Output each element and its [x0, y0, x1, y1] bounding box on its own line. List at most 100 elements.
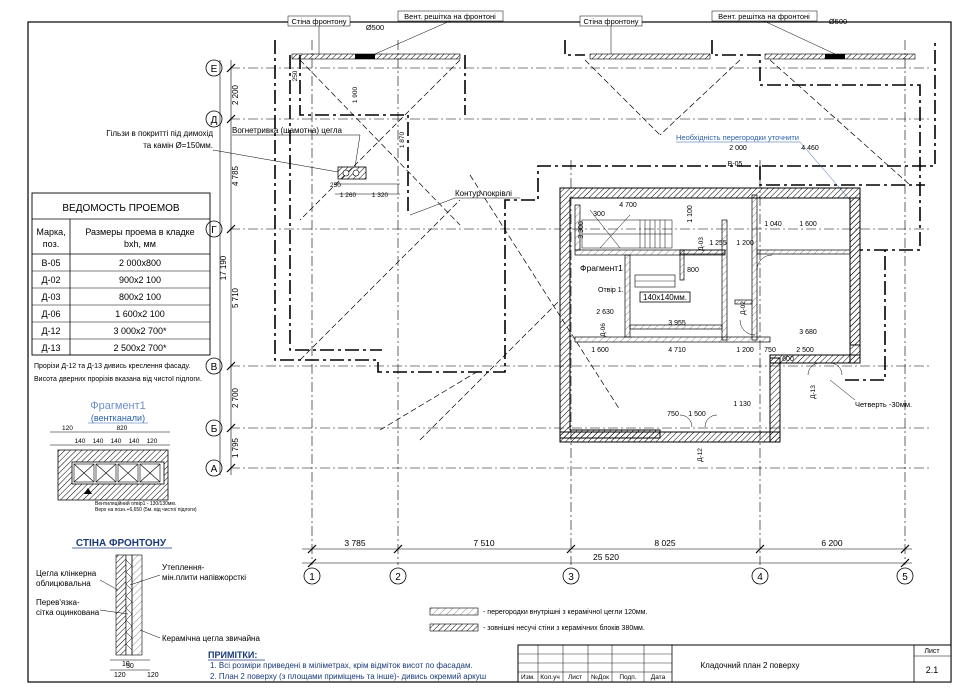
col-dim-3: 8 025 [654, 538, 676, 548]
door-mark-d06: Д-06 [600, 323, 607, 337]
wall-label-brick: Цегла клінкерна [36, 569, 97, 578]
plan-fragment1: Фрагмент1 Отвір 1. 140x140мм. [580, 263, 691, 303]
plan-dim-3300: 3 300 [578, 221, 585, 239]
axis-label-5: 5 [902, 572, 908, 583]
plan-dim-2000: 2 000 [729, 145, 747, 152]
plan-dim-4700: 4 700 [619, 202, 637, 209]
col-dimension-texts: 3 785 7 510 8 025 6 200 25 520 [344, 538, 843, 562]
axis-label-G: Г [211, 225, 217, 236]
title-block: Изм. Кол.уч Лист №Док Подп. Дата Кладочн… [517, 644, 952, 683]
row-dim-3: 5 710 [231, 287, 240, 308]
plan-dim-4460: 4 460 [801, 145, 819, 152]
table-header-pos: поз. [43, 239, 59, 249]
legend-item-walls: - зовнішні несучі стіни з керамічних бло… [483, 624, 645, 632]
tb-header-date: Дата [651, 674, 666, 681]
door-mark-d12: Д-12 [697, 448, 704, 462]
frag-dim-140: 140 [129, 438, 140, 445]
tb-header-list: Лист [568, 674, 582, 681]
table-header-bxh: bxh, мм [124, 239, 156, 249]
quarter-note: Четверть -30мм. [829, 379, 912, 409]
table-header-mark: Марка, [36, 227, 65, 237]
col-dim-1: 3 785 [344, 538, 366, 548]
axis-label-4: 4 [757, 572, 763, 583]
chimney-dim-1320: 1 320 [372, 192, 389, 199]
row-dim-1: 2 200 [231, 84, 240, 105]
row-dim-2: 4 785 [231, 165, 240, 186]
gable-label-1: Стіна фронтону [292, 17, 347, 26]
door-mark-d13: Д-13 [810, 385, 817, 399]
plan-dim-600: 600 [782, 356, 794, 363]
sleeves-text-2: та камін Ø=150мм. [143, 141, 213, 150]
fragment-note-2: Верх на позн.+6,650 (5м. від чистої підл… [95, 507, 197, 513]
small-dim-1870: 1 870 [399, 131, 406, 148]
chimney-dim-250: 250 [330, 182, 341, 189]
wall-dim-50: 50 [126, 663, 134, 670]
plan-window-v05: В-05 [728, 161, 743, 168]
tb-header-sign: Подп. [619, 674, 636, 681]
table-row-mark: Д-13 [41, 343, 60, 353]
plan-dim-2630: 2 630 [596, 309, 614, 316]
top-small-dims: 250 1 900 1 870 [292, 70, 406, 148]
small-dim-250-top: 250 [292, 70, 299, 81]
legend-item-partitions: - перегородки внутрішні з керамічної цег… [483, 608, 647, 616]
notes: ПРИМІТКИ: 1. Всі розміри приведені в міл… [208, 650, 486, 681]
sheet-frame [27, 21, 952, 683]
fragment-title: Фрагмент1 [90, 400, 146, 412]
interior-partitions [574, 194, 851, 343]
col-dimension-chain [302, 544, 912, 568]
plan-dim-1200: 1 200 [736, 240, 754, 247]
plan-dim-1600: 1 600 [799, 221, 817, 228]
col-dim-total: 25 520 [593, 552, 619, 562]
exterior-walls [559, 187, 861, 443]
frag-dim-140: 140 [93, 438, 104, 445]
gable-walls [291, 53, 916, 60]
plan-dim-1130: 1 130 [733, 401, 751, 408]
wall-dim-120: 120 [114, 672, 126, 679]
wall-label-insulation-2: мін.плити напівжорсткі [162, 573, 246, 582]
axis-label-B: Б [211, 424, 218, 435]
plan-dim-750b: 750 [667, 411, 679, 418]
door-swings [679, 254, 843, 428]
plan-dim-1600b: 1 600 [591, 347, 609, 354]
frag-dim-120: 120 [62, 425, 73, 432]
plan-dim-750: 750 [764, 347, 776, 354]
frag-dim-820: 820 [117, 425, 128, 432]
door-mark-d03: Д-03 [698, 237, 705, 251]
row-dim-4: 2 700 [231, 387, 240, 408]
door-mark-d02: Д-02 [740, 301, 747, 315]
col-dim-2: 7 510 [473, 538, 495, 548]
axis-label-D: Д [211, 115, 218, 126]
plan-dim-3955: 3 955 [668, 320, 686, 327]
table-row-mark: Д-06 [41, 309, 60, 319]
fragment-note-1: Вентиляційний отвір1 - 130/130мм. [95, 500, 176, 507]
table-row-mark: Д-02 [41, 275, 60, 285]
plan-dim-3680: 3 680 [799, 329, 817, 336]
chimney-block: 250 1 260 1 320 [330, 166, 400, 199]
table-row-size: 800x2 100 [119, 292, 161, 302]
plan-dim-4710: 4 710 [668, 347, 686, 354]
table-row-size: 2 000x800 [119, 258, 161, 268]
row-dimension-chain [219, 60, 236, 475]
wall-dim-total: 10 [122, 661, 130, 668]
table-row-size: 900x2 100 [119, 275, 161, 285]
table-note-1: Прорізи Д-12 та Д-13 дивись креслення фа… [34, 362, 190, 370]
partition-note-text: Необхідність перегородки уточнити [676, 133, 799, 142]
plan-fragment1-label: Фрагмент1 [580, 263, 623, 273]
roof-ridges [299, 59, 911, 441]
top-labels: Стіна фронтону Вент. решітка на фронтоні… [287, 10, 847, 55]
legend: - перегородки внутрішні з керамічної цег… [429, 607, 647, 632]
table-row-mark: В-05 [41, 258, 60, 268]
table-header-size: Размеры проема в кладке [85, 227, 194, 237]
axis-label-2: 2 [395, 572, 401, 583]
gable-label-2: Стіна фронтону [584, 17, 639, 26]
tb-sheet-label: Лист [924, 648, 940, 655]
grid-axes [230, 40, 930, 565]
axis-label-A: А [211, 464, 218, 475]
table-row-mark: Д-03 [41, 292, 60, 302]
chimney-annotations: Гільзи в покритті під димохід та камін Ø… [106, 126, 361, 173]
table-note-2: Висота дверних прорізів вказана від чист… [34, 375, 202, 383]
tb-header-doc: №Док [591, 674, 609, 681]
col-dim-4: 6 200 [821, 538, 843, 548]
wall-dim-120b: 120 [147, 672, 159, 679]
tb-sheet-number: 2.1 [926, 665, 939, 675]
